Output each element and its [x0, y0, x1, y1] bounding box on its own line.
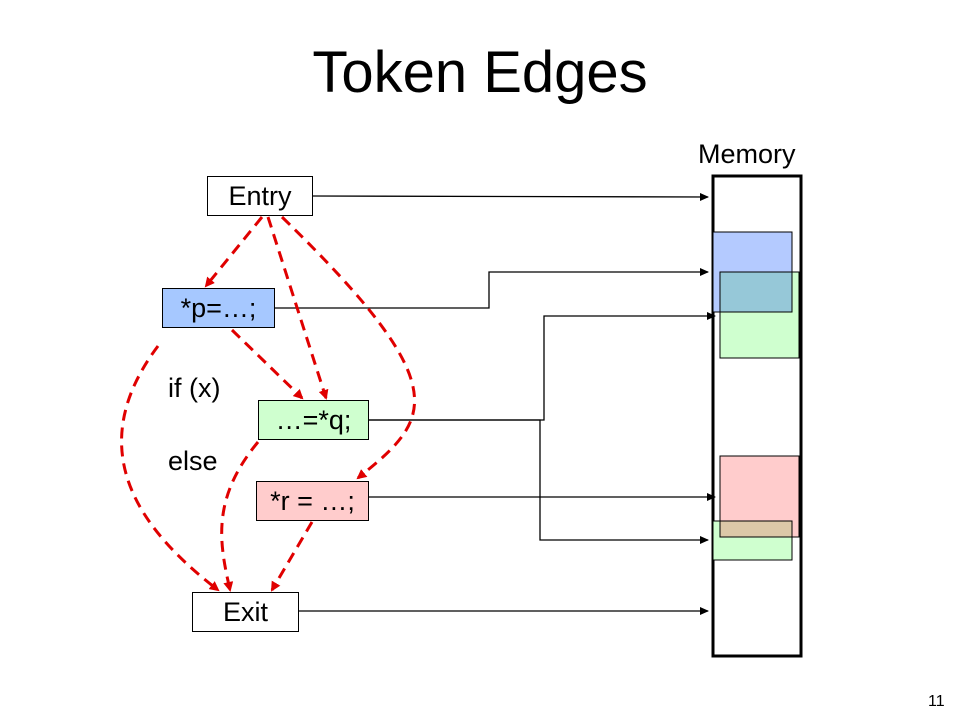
token-edges [120, 215, 417, 592]
load-q-node: …=*q; [258, 400, 369, 440]
token-edge-entry-p [204, 216, 264, 288]
memory-edges [275, 192, 716, 615]
token-edge-p-exit [120, 345, 220, 592]
edge-p-memory [275, 268, 709, 309]
store-r-node: *r = …; [256, 481, 369, 521]
if-condition-label: if (x) [168, 373, 221, 403]
token-edge-entry-r [280, 215, 417, 480]
entry-node: Entry [207, 176, 313, 216]
token-edge-p-q [230, 328, 304, 400]
token-edge-entry-q [266, 216, 329, 400]
slide-title: Token Edges [312, 40, 648, 105]
token-edge-q-exit [220, 441, 260, 592]
store-p-node: *p=…; [162, 288, 275, 328]
edge-q-memory-upper [369, 312, 716, 421]
token-edge-r-exit [270, 521, 314, 592]
memory-overlap-p-q [719, 271, 793, 313]
slide-number: 11 [928, 693, 945, 710]
memory-overlap-r-q [719, 520, 793, 538]
else-condition-label: else [168, 446, 218, 476]
memory-label: Memory [698, 139, 796, 169]
exit-node: Exit [192, 592, 299, 632]
edge-q-memory-lower [369, 419, 709, 544]
edge-entry-memory [312, 192, 709, 201]
